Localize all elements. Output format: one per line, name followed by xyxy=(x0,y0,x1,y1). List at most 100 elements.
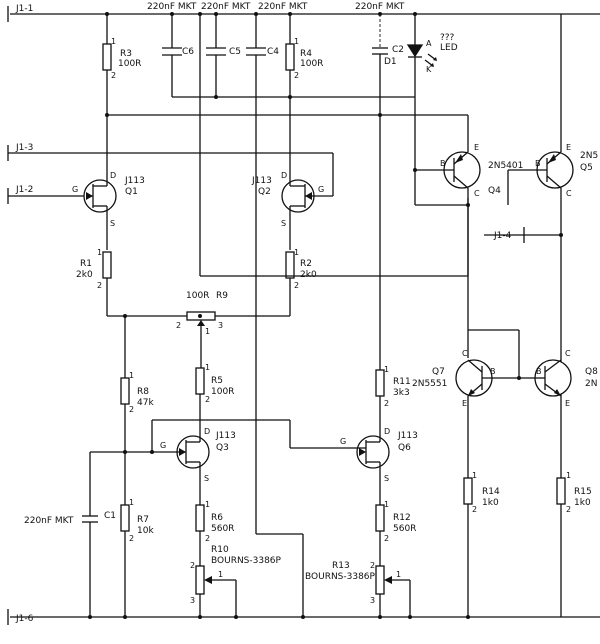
svg-text:C: C xyxy=(474,189,480,198)
svg-text:1: 1 xyxy=(205,363,210,372)
svg-text:1: 1 xyxy=(294,248,299,257)
svg-text:E: E xyxy=(566,143,571,152)
c2-value-label: 220nF MKT xyxy=(355,2,405,12)
svg-text:1: 1 xyxy=(205,327,210,336)
q8-label: Q8 xyxy=(585,367,598,377)
svg-text:G: G xyxy=(340,437,346,446)
resistor-r2: 1 2 R2 2k0 xyxy=(285,248,317,316)
svg-text:A: A xyxy=(426,39,432,48)
resistor-r3: 1 2 R3 100R xyxy=(102,14,141,168)
r15-label: R15 xyxy=(574,487,592,497)
svg-text:2: 2 xyxy=(472,505,477,514)
svg-text:1: 1 xyxy=(384,500,389,509)
resistor-r14: 1 2 R14 1k0 xyxy=(463,471,500,617)
capacitor-c5: C5 xyxy=(206,14,241,97)
resistor-r8: 1 2 R8 47k xyxy=(120,371,154,505)
r6-value: 560R xyxy=(211,524,234,534)
q1-label: Q1 xyxy=(125,187,138,197)
r2-value: 2k0 xyxy=(300,270,317,280)
svg-text:B: B xyxy=(536,367,542,376)
svg-text:1: 1 xyxy=(472,471,477,480)
svg-text:1: 1 xyxy=(218,570,223,579)
r10-label: R10 xyxy=(211,545,229,555)
svg-text:G: G xyxy=(72,185,78,194)
resistor-r12: 1 2 R12 560R xyxy=(375,500,416,566)
connector-j1-4: J1-4 xyxy=(484,227,525,243)
r5-label: R5 xyxy=(211,376,223,386)
svg-text:S: S xyxy=(281,219,286,228)
resistor-r4: 1 2 R4 100R xyxy=(285,14,323,168)
resistor-r11: 1 2 R11 3k3 xyxy=(375,365,411,436)
svg-text:3: 3 xyxy=(218,321,223,330)
c1-label: C1 xyxy=(104,511,116,521)
led-question: ??? xyxy=(440,33,455,43)
r13-value: BOURNS-3386P xyxy=(305,572,376,582)
c4-value-label: 220nF MKT xyxy=(258,2,308,12)
capacitor-c6: C6 xyxy=(162,14,194,97)
svg-text:2: 2 xyxy=(205,395,210,404)
transistor-q8: C E B Q8 2N xyxy=(530,349,598,408)
potentiometer-r9: 100R R9 2 3 1 xyxy=(176,291,228,368)
connector-j1-1: J1-1 xyxy=(7,4,33,22)
svg-text:B: B xyxy=(535,159,541,168)
d1-label: D1 xyxy=(384,57,397,67)
capacitor-c2: C2 D1 xyxy=(372,14,404,370)
r13-label: R13 xyxy=(332,561,350,571)
resistor-r1: 1 2 R1 2k0 xyxy=(76,248,112,316)
svg-text:B: B xyxy=(490,367,496,376)
r9-value: 100R xyxy=(186,291,209,301)
svg-text:2: 2 xyxy=(129,405,134,414)
connector-j1-6: J1-6 xyxy=(7,609,34,625)
c6-value-label: 220nF MKT xyxy=(147,2,197,12)
jfet-q6: D S G J113 Q6 xyxy=(340,427,418,505)
r2-label: R2 xyxy=(300,259,312,269)
q7-label: Q7 xyxy=(432,367,445,377)
svg-text:2: 2 xyxy=(111,71,116,80)
q5-label: Q5 xyxy=(580,163,593,173)
svg-text:2: 2 xyxy=(129,534,134,543)
svg-text:E: E xyxy=(565,399,570,408)
svg-text:2: 2 xyxy=(97,281,102,290)
svg-text:D: D xyxy=(204,427,210,436)
j1-2-label: J1-2 xyxy=(15,185,33,195)
svg-text:1: 1 xyxy=(566,471,571,480)
svg-text:2: 2 xyxy=(190,561,195,570)
svg-text:1: 1 xyxy=(205,500,210,509)
jfet-q2: D S G J113 Q2 xyxy=(251,153,334,250)
svg-text:2: 2 xyxy=(384,534,389,543)
r7-label: R7 xyxy=(137,515,149,525)
r12-value: 560R xyxy=(393,524,416,534)
transistor-q4: B E C 2N5401 Q4 xyxy=(415,143,523,206)
connector-j1-3: J1-3 xyxy=(7,143,333,161)
svg-text:K: K xyxy=(426,65,432,74)
q6-type: J113 xyxy=(397,431,418,441)
svg-text:1: 1 xyxy=(294,37,299,46)
svg-text:D: D xyxy=(384,427,390,436)
transistor-q5: B E C 2N5 Q5 xyxy=(507,14,598,617)
svg-text:C: C xyxy=(565,349,571,358)
q3-type: J113 xyxy=(215,431,236,441)
q6-label: Q6 xyxy=(398,443,411,453)
c5-value-label: 220nF MKT xyxy=(201,2,251,12)
svg-text:1: 1 xyxy=(129,498,134,507)
svg-text:2: 2 xyxy=(566,505,571,514)
r3-label: R3 xyxy=(120,49,132,59)
q1-type: J113 xyxy=(124,176,145,186)
r10-value: BOURNS-3386P xyxy=(211,556,282,566)
q4-label: Q4 xyxy=(488,186,501,196)
q8-type: 2N xyxy=(585,379,597,389)
svg-text:1: 1 xyxy=(97,248,102,257)
svg-text:S: S xyxy=(110,219,115,228)
svg-text:D: D xyxy=(281,171,287,180)
j1-6-label: J1-6 xyxy=(15,614,34,624)
c6-label: C6 xyxy=(182,47,194,57)
r4-value: 100R xyxy=(300,59,323,69)
r15-value: 1k0 xyxy=(574,498,591,508)
resistor-r6: 1 2 R6 560R xyxy=(195,500,234,566)
svg-text:E: E xyxy=(474,143,479,152)
svg-text:2: 2 xyxy=(205,534,210,543)
trimmer-r10: 2 3 1 R10 BOURNS-3386P xyxy=(190,545,282,617)
svg-text:2: 2 xyxy=(384,399,389,408)
svg-text:2: 2 xyxy=(294,281,299,290)
r4-label: R4 xyxy=(300,49,312,59)
